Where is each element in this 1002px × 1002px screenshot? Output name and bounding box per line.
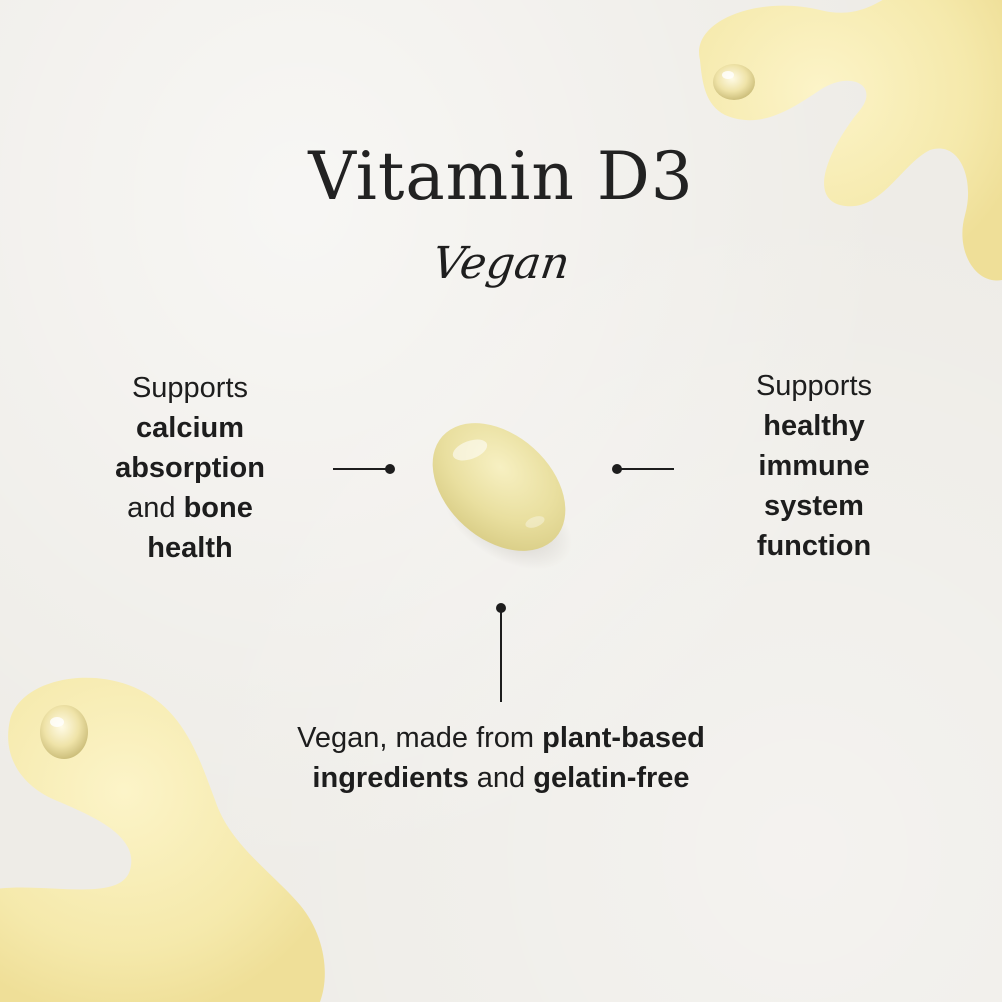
oil-splash-top-right	[699, 0, 1002, 281]
feature-text-bold: absorption	[115, 452, 265, 484]
feature-text-bold: gelatin-free	[533, 762, 690, 794]
connector-left	[333, 464, 395, 474]
softgel-capsule	[432, 423, 572, 570]
feature-line: healthy	[712, 406, 916, 446]
feature-text: and	[127, 492, 184, 524]
feature-calcium: Supports calcium absorption and bone health	[88, 368, 292, 568]
oil-splash-bottom-left	[0, 677, 325, 1002]
feature-text-bold: calcium	[136, 412, 244, 444]
product-subtitle: Vegan	[429, 238, 573, 289]
connector-right	[612, 464, 674, 474]
feature-text-bold: healthy	[763, 410, 865, 442]
feature-text-bold: bone	[183, 492, 253, 524]
feature-text-bold: function	[756, 530, 872, 562]
feature-line: ingredients and gelatin-free	[240, 758, 762, 798]
feature-line: immune	[712, 446, 916, 486]
product-title: Vitamin D3	[308, 138, 694, 215]
feature-line: health	[88, 528, 292, 568]
feature-immune: Supports healthy immune system function	[712, 366, 916, 566]
feature-text: Supports	[755, 370, 873, 402]
feature-line: function	[712, 526, 916, 566]
feature-text: Supports	[131, 372, 249, 404]
feature-line: Vegan, made from plant-based	[240, 718, 762, 758]
feature-line: Supports	[88, 368, 292, 408]
feature-text-bold: health	[147, 532, 233, 564]
feature-text-bold: immune	[758, 450, 870, 482]
feature-line: and bone	[88, 488, 292, 528]
feature-line: absorption	[88, 448, 292, 488]
feature-text: and	[468, 762, 534, 794]
feature-line: Supports	[712, 366, 916, 406]
feature-text: Vegan, made from	[297, 722, 543, 754]
feature-text-bold: ingredients	[312, 762, 469, 794]
connector-bottom	[496, 603, 506, 702]
feature-text-bold: plant-based	[542, 722, 705, 754]
feature-text-bold: system	[764, 490, 864, 522]
feature-line: calcium	[88, 408, 292, 448]
feature-line: system	[712, 486, 916, 526]
